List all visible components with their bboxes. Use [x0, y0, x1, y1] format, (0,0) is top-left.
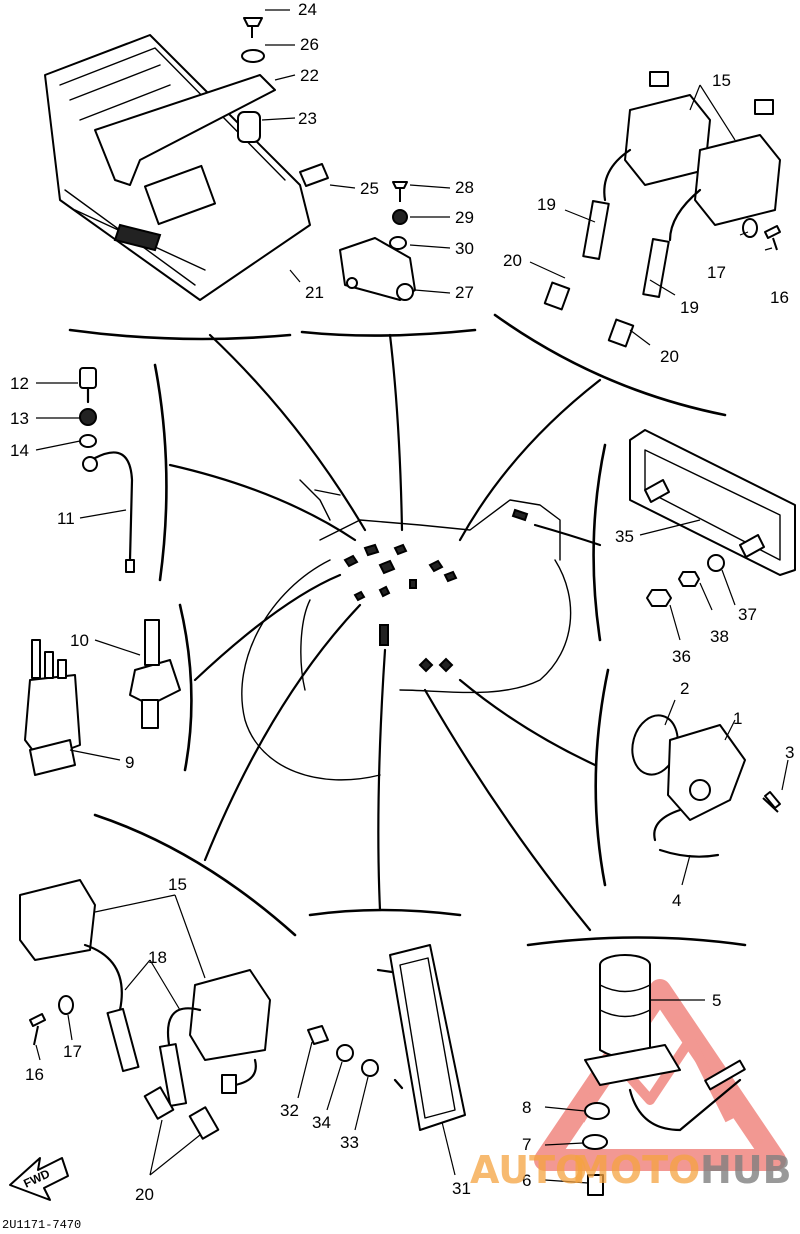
callout-24: 24: [298, 0, 317, 19]
ground-lead-group: [79, 367, 135, 573]
regulator-group: [339, 181, 416, 301]
callout-20-top-a: 20: [503, 251, 522, 270]
callout-4: 4: [672, 891, 681, 910]
callout-12: 12: [10, 374, 29, 393]
callout-16-bottom: 16: [25, 1065, 44, 1084]
callout-18: 18: [148, 948, 167, 967]
switches-group: [24, 619, 181, 776]
callout-23: 23: [298, 109, 317, 128]
callout-19-top-a: 19: [537, 195, 556, 214]
callout-3: 3: [785, 743, 794, 762]
callout-25: 25: [360, 179, 379, 198]
callout-27: 27: [455, 283, 474, 302]
callout-36: 36: [672, 647, 691, 666]
callout-16-top: 16: [770, 288, 789, 307]
callout-37: 37: [738, 605, 757, 624]
callout-11: 11: [57, 509, 75, 528]
callout-33: 33: [340, 1133, 359, 1152]
logo-moto: MOTO: [572, 1148, 700, 1192]
callout-9: 9: [125, 753, 134, 772]
callout-13: 13: [10, 409, 29, 428]
group-brackets: [68, 313, 747, 947]
callout-20-bottom: 20: [135, 1185, 154, 1204]
callout-28: 28: [455, 178, 474, 197]
callout-26: 26: [300, 35, 319, 54]
automotohub-watermark: [534, 979, 786, 1171]
ignition-coils-top-group: [543, 71, 781, 348]
callout-30: 30: [455, 239, 474, 258]
logo-hub: HUB: [700, 1148, 792, 1192]
reflector-group: [307, 944, 466, 1131]
callout-17-bottom: 17: [63, 1042, 82, 1061]
callout-20-top-b: 20: [660, 347, 679, 366]
callout-35: 35: [615, 527, 634, 546]
callout-2: 2: [680, 679, 689, 698]
callout-31: 31: [452, 1179, 471, 1198]
drawing-code: 2U1171-7470: [2, 1218, 81, 1232]
fwd-arrow: FWD: [9, 1157, 69, 1201]
callout-29: 29: [455, 208, 474, 227]
callout-6: 6: [522, 1171, 531, 1190]
callout-22: 22: [300, 66, 319, 85]
callout-labels: 24 26 22 23 25 21 28 29 30 27 15 19 20 1…: [10, 0, 794, 1204]
tail-light-group: [629, 429, 796, 607]
callout-7: 7: [522, 1135, 531, 1154]
callout-34: 34: [312, 1113, 331, 1132]
callout-15-bottom: 15: [168, 875, 187, 894]
callout-21: 21: [305, 283, 324, 302]
callout-14: 14: [10, 441, 29, 460]
ignition-coils-bottom-group: [19, 879, 271, 1140]
callout-32: 32: [280, 1101, 299, 1120]
callout-17-top: 17: [707, 263, 726, 282]
callout-5: 5: [712, 991, 721, 1010]
frame-outline: [241, 479, 572, 781]
callout-15-top: 15: [712, 71, 731, 90]
logo-auto: AUTO: [470, 1148, 587, 1192]
automotohub-logo-text: AUTO MOTO HUB: [470, 1148, 792, 1192]
connector-lines: [168, 333, 602, 932]
sensor-group: [631, 714, 781, 858]
callout-8: 8: [522, 1098, 531, 1117]
callout-10: 10: [70, 631, 89, 650]
callout-19-top-b: 19: [680, 298, 699, 317]
cdi-unit-group: [44, 17, 329, 301]
callout-leaders: [35, 9, 789, 1184]
callout-38: 38: [710, 627, 729, 646]
callout-1: 1: [733, 709, 742, 728]
